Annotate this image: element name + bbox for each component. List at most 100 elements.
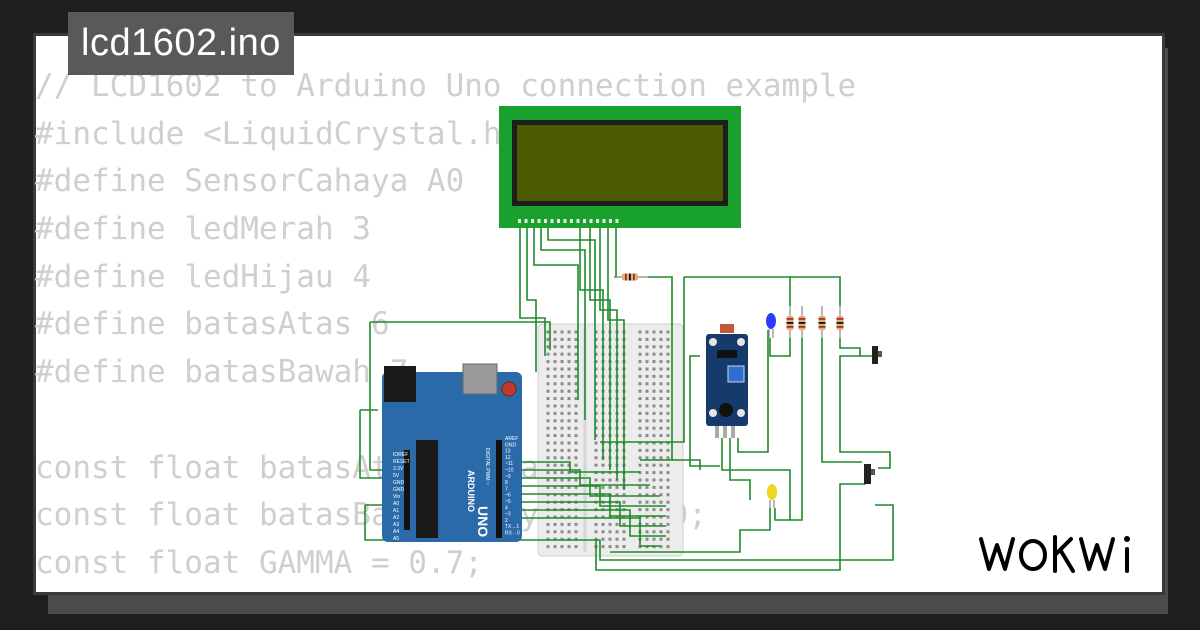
breadboard-hole [560, 441, 564, 445]
breadboard-hole [574, 463, 578, 467]
breadboard-hole [659, 448, 663, 452]
breadboard-hole [638, 330, 642, 334]
breadboard-hole [666, 500, 670, 504]
breadboard-hole [546, 404, 550, 408]
breadboard-hole [594, 352, 598, 356]
breadboard-hole [608, 537, 612, 541]
breadboard-hole [594, 330, 598, 334]
breadboard-hole [645, 337, 649, 341]
led-yellow[interactable] [767, 484, 777, 508]
breadboard-hole [553, 345, 557, 349]
breadboard-hole [560, 545, 564, 549]
breadboard-hole [553, 441, 557, 445]
wire [370, 321, 551, 350]
resistor-icon[interactable] [818, 306, 826, 338]
breadboard-hole [666, 397, 670, 401]
breadboard-hole [560, 389, 564, 393]
breadboard-hole [615, 530, 619, 534]
breadboard-hole [567, 426, 571, 430]
led-blue[interactable] [766, 313, 776, 338]
breadboard-hole [574, 397, 578, 401]
breadboard-hole [546, 478, 550, 482]
breadboard-hole [553, 367, 557, 371]
breadboard-hole [652, 352, 656, 356]
breadboard-hole [652, 515, 656, 519]
breadboard-hole [638, 352, 642, 356]
breadboard-hole [645, 397, 649, 401]
resistor-icon[interactable] [836, 306, 844, 338]
breadboard-hole [638, 374, 642, 378]
ldr-sensor-module[interactable] [706, 324, 748, 438]
breadboard-hole [546, 485, 550, 489]
lcd-pin [524, 219, 528, 223]
breadboard-hole [560, 478, 564, 482]
breadboard-hole [659, 337, 663, 341]
lcd-pin [589, 219, 593, 223]
breadboard-hole [652, 456, 656, 460]
wire [547, 224, 596, 440]
breadboard-hole [560, 352, 564, 356]
breadboard-hole [638, 500, 642, 504]
pin-label: ~5 [505, 499, 511, 505]
breadboard-hole [594, 441, 598, 445]
breadboard-hole [638, 426, 642, 430]
breadboard-hole [652, 382, 656, 386]
slide-switch-top[interactable] [872, 346, 882, 364]
breadboard-hole [645, 426, 649, 430]
potentiometer-icon[interactable] [727, 365, 745, 383]
wire [595, 483, 866, 571]
usb-port [462, 363, 498, 395]
breadboard-hole [622, 522, 626, 526]
resistor-icon[interactable] [614, 273, 648, 281]
slide-switch-bottom[interactable] [864, 464, 875, 484]
wire [359, 410, 384, 479]
breadboard-hole [560, 367, 564, 371]
breadboard-hole [546, 389, 550, 393]
breadboard-hole [594, 404, 598, 408]
breadboard-hole [645, 360, 649, 364]
breadboard-hole [666, 389, 670, 393]
breadboard-hole [659, 330, 663, 334]
breadboard-hole [615, 485, 619, 489]
breadboard-hole [659, 426, 663, 430]
resistor-icon[interactable] [786, 306, 794, 338]
file-title-tab[interactable]: lcd1602.ino [68, 12, 294, 75]
breadboard-hole [659, 478, 663, 482]
breadboard-hole [638, 493, 642, 497]
breadboard-hole [608, 545, 612, 549]
breadboard-hole [560, 448, 564, 452]
breadboard-hole [560, 411, 564, 415]
wire [579, 224, 604, 460]
breadboard-hole [567, 389, 571, 393]
power-jack [384, 366, 416, 402]
breadboard-hole [567, 352, 571, 356]
breadboard-hole [666, 456, 670, 460]
breadboard-hole [645, 522, 649, 526]
wire [519, 224, 546, 356]
breadboard-hole [638, 441, 642, 445]
breadboard-hole [652, 522, 656, 526]
breadboard-hole [659, 485, 663, 489]
breadboard-hole [659, 515, 663, 519]
breadboard-hole [567, 545, 571, 549]
breadboard-hole [560, 485, 564, 489]
breadboard-hole [659, 508, 663, 512]
breadboard-hole [666, 478, 670, 482]
breadboard-hole [659, 463, 663, 467]
wire [640, 276, 673, 461]
breadboard-hole [553, 485, 557, 489]
wire [600, 277, 685, 443]
resistor-icon[interactable] [798, 306, 806, 338]
breadboard-hole [659, 404, 663, 408]
breadboard-hole [652, 478, 656, 482]
breadboard-hole [546, 411, 550, 415]
breadboard-hole [567, 434, 571, 438]
wire [672, 459, 701, 470]
wire [821, 338, 862, 463]
breadboard-hole [645, 382, 649, 386]
lcd1602[interactable] [499, 106, 741, 228]
breadboard-hole [574, 426, 578, 430]
reset-button[interactable] [501, 381, 517, 397]
